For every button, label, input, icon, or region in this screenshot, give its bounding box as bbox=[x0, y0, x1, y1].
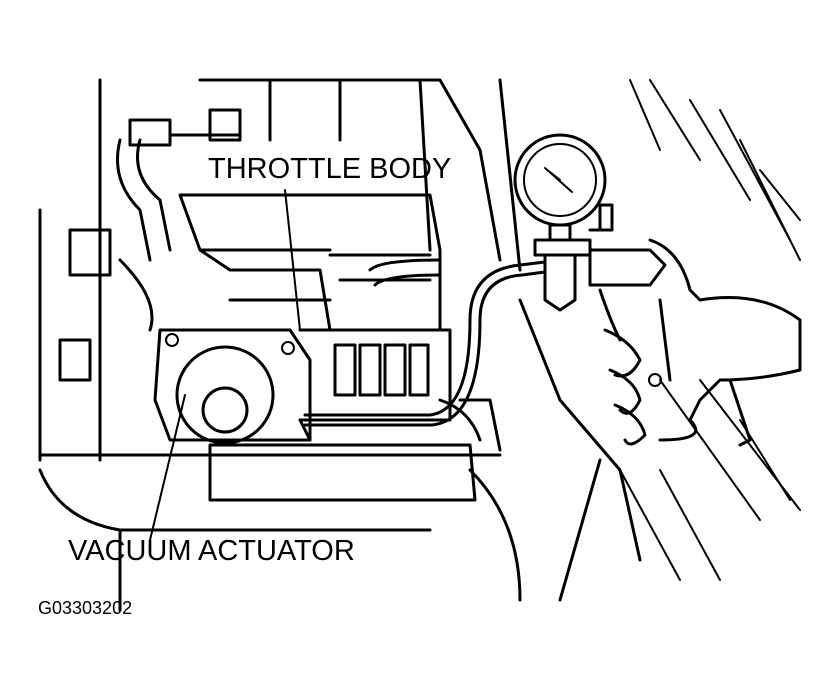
vacuum-actuator bbox=[153, 328, 477, 502]
left-hoses bbox=[58, 108, 242, 382]
hand bbox=[598, 238, 802, 447]
leader-lines bbox=[149, 189, 301, 541]
body-hatching bbox=[619, 79, 801, 581]
throttle-body-label: THROTTLE BODY bbox=[208, 153, 451, 185]
throttle-body-leader bbox=[284, 189, 301, 331]
engine-bay-outline bbox=[38, 78, 642, 612]
vacuum-gauge bbox=[513, 133, 667, 312]
vacuum-actuator-leader bbox=[149, 394, 186, 541]
vacuum-hose bbox=[303, 258, 547, 427]
throttle-body-housing bbox=[178, 193, 502, 452]
vacuum-actuator-label: VACUUM ACTUATOR bbox=[68, 535, 355, 567]
figure-code: G03303202 bbox=[38, 598, 132, 618]
